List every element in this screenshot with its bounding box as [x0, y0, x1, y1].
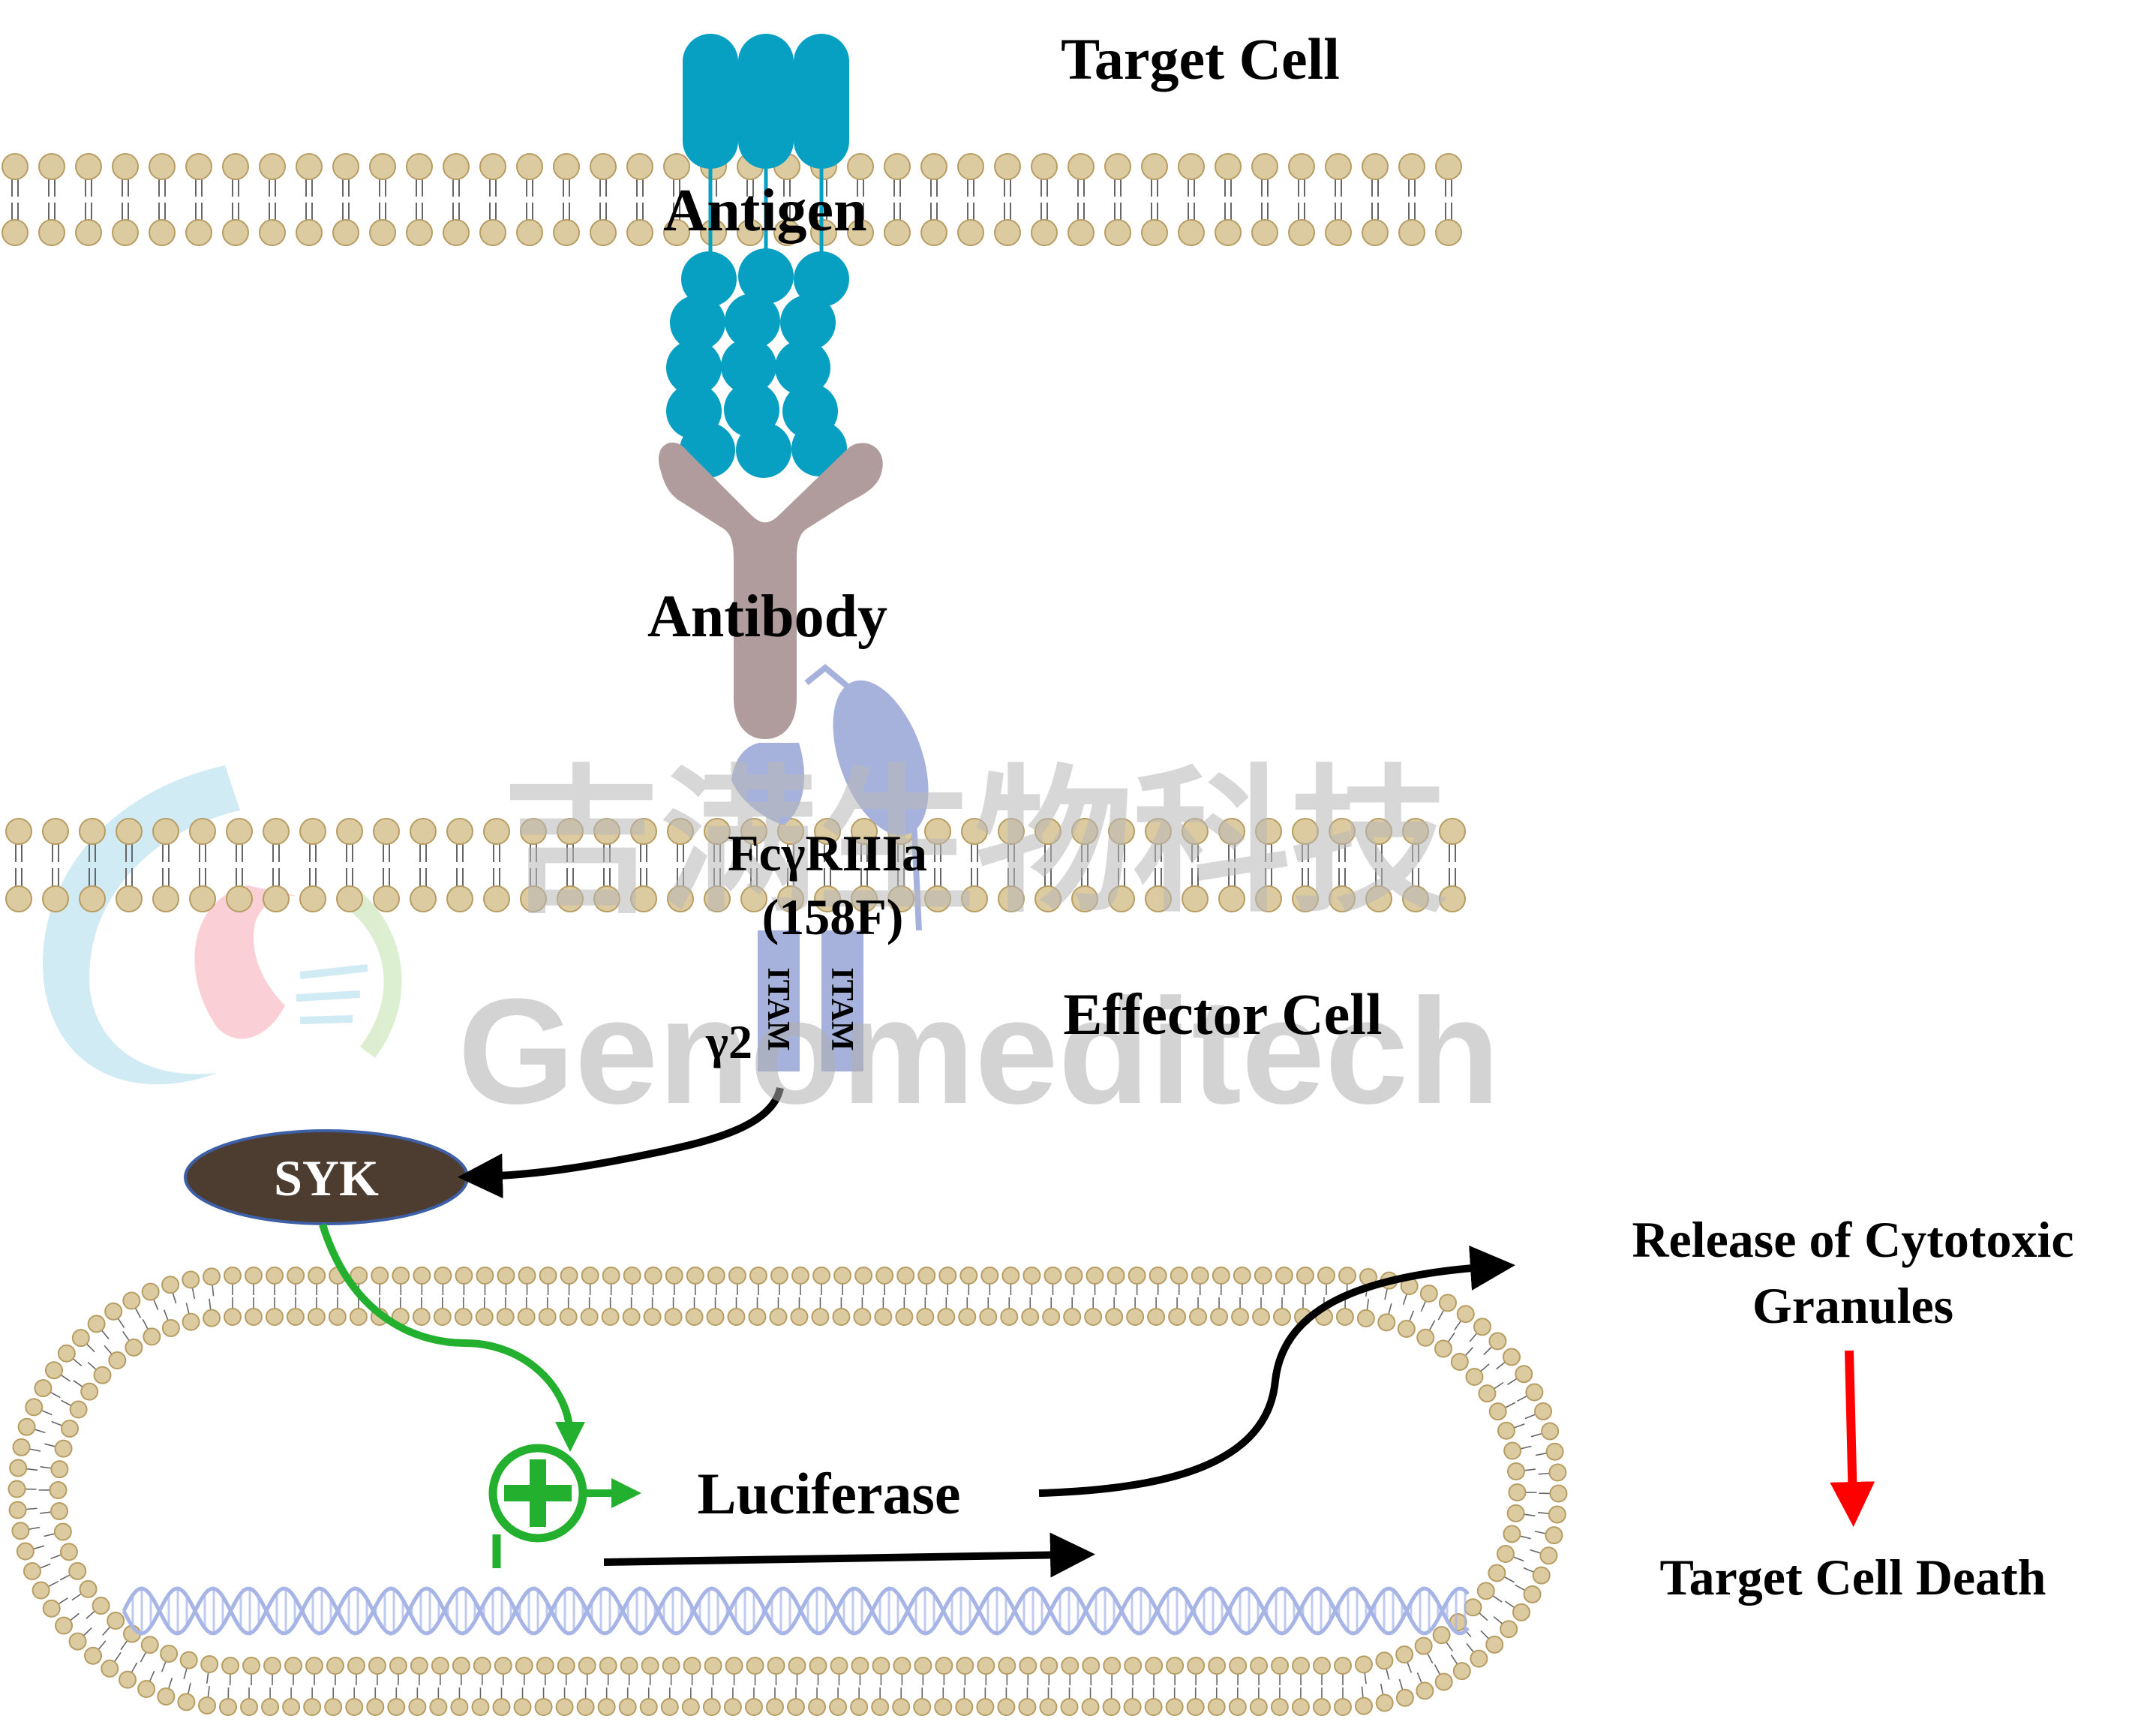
label-itam-right: ITAM: [824, 967, 859, 1050]
label-release-line1: Release of Cytotoxic: [1632, 1211, 2073, 1268]
arrow-release-to-death: [1830, 1350, 1875, 1527]
label-target-cell: Target Cell: [1061, 26, 1340, 92]
effector-cell-membrane: [5, 818, 1466, 912]
arrow-luciferase-to-release: [1038, 1245, 1515, 1497]
itam-left-chain: [758, 930, 800, 1071]
antigen: [666, 34, 849, 478]
label-syk: SYK: [274, 1149, 379, 1207]
label-antibody: Antibody: [647, 584, 887, 650]
label-luciferase: Luciferase: [698, 1461, 961, 1526]
label-receptor: FcγRIIIa: [728, 825, 927, 882]
label-target-cell-death: Target Cell Death: [1660, 1549, 2046, 1606]
itam-right-chain: [821, 930, 863, 1071]
label-release-line2: Granules: [1752, 1277, 1953, 1334]
watermark-logo: [43, 765, 402, 1085]
promoter-activation-icon: [488, 1444, 641, 1568]
antibody: [659, 442, 883, 739]
dna-helix: [122, 1586, 1470, 1636]
arrow-receptor-to-syk: [458, 1086, 784, 1199]
watermark-chinese: 吉满生物科技: [503, 750, 1448, 934]
nucleus-membrane: [8, 1267, 1568, 1716]
arrow-syk-to-promoter: [319, 1223, 585, 1452]
label-receptor-variant: (158F): [762, 888, 904, 945]
label-itam-left: ITAM: [761, 967, 795, 1050]
label-antigen: Antigen: [663, 178, 866, 244]
watermark-english: Genomeditech: [458, 968, 1500, 1135]
fcgriiia-receptor: [731, 663, 929, 1071]
arrow-transcription: [603, 1532, 1095, 1578]
label-gamma2: γ2: [705, 1015, 752, 1068]
label-effector-cell: Effector Cell: [1063, 981, 1382, 1047]
